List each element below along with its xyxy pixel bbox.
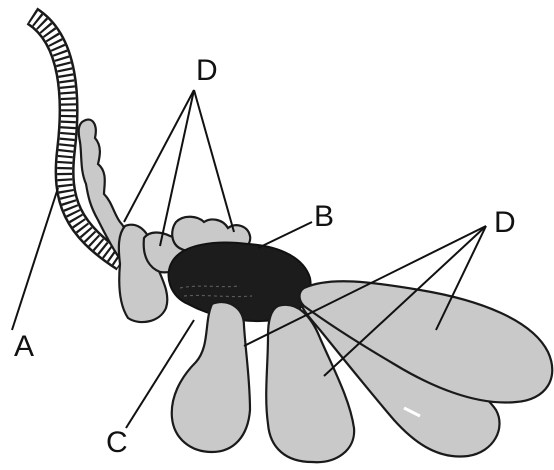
leader-d-top-1 [124,90,194,222]
leader-d-top-3 [194,90,234,232]
label-a: A [14,330,34,363]
label-d-top: D [196,54,218,87]
leader-b [258,222,312,248]
leader-a [12,188,58,330]
lower-left-lobe [172,302,250,452]
label-c: C [106,426,128,459]
label-d-right: D [494,206,516,239]
label-b: B [314,200,334,233]
